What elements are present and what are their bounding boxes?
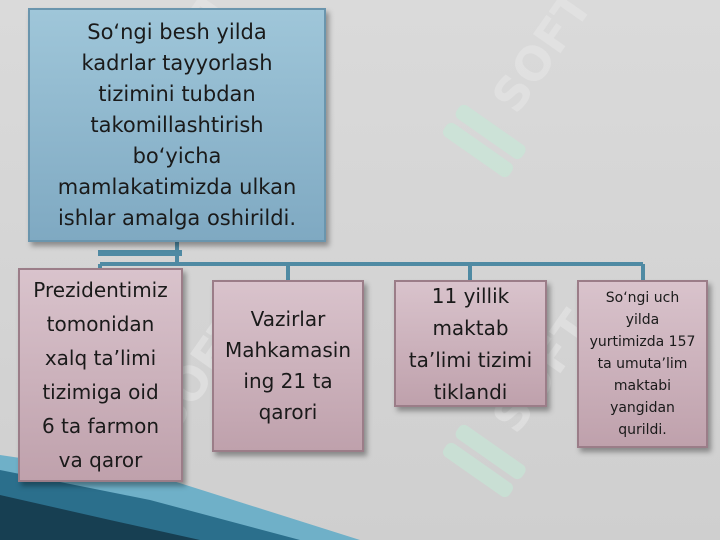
child-box-4: So‘ngi uch yilda yurtimizda 157 ta umuta… bbox=[577, 280, 708, 448]
child-text-2: Vazirlar Mahkamasin ing 21 ta qarori bbox=[224, 307, 352, 424]
child-box-2: Vazirlar Mahkamasin ing 21 ta qarori bbox=[212, 280, 364, 452]
root-text: So‘ngi besh yilda kadrlar tayyorlash tiz… bbox=[57, 19, 297, 230]
child-text-4: So‘ngi uch yilda yurtimizda 157 ta umuta… bbox=[589, 290, 696, 438]
root-box: So‘ngi besh yilda kadrlar tayyorlash tiz… bbox=[28, 8, 326, 242]
svg-text:SOFT: SOFT bbox=[481, 0, 603, 122]
connector-lines bbox=[98, 242, 645, 282]
child-text-1: Prezidentimiz tomonidan xalq ta’limi tiz… bbox=[33, 278, 168, 472]
child-box-1: Prezidentimiz tomonidan xalq ta’limi tiz… bbox=[18, 268, 183, 482]
child-box-3: 11 yillik maktab ta’limi tizimi tiklandi bbox=[394, 280, 547, 407]
connector-stub bbox=[98, 250, 182, 256]
child-text-3: 11 yillik maktab ta’limi tizimi tiklandi bbox=[408, 283, 533, 404]
